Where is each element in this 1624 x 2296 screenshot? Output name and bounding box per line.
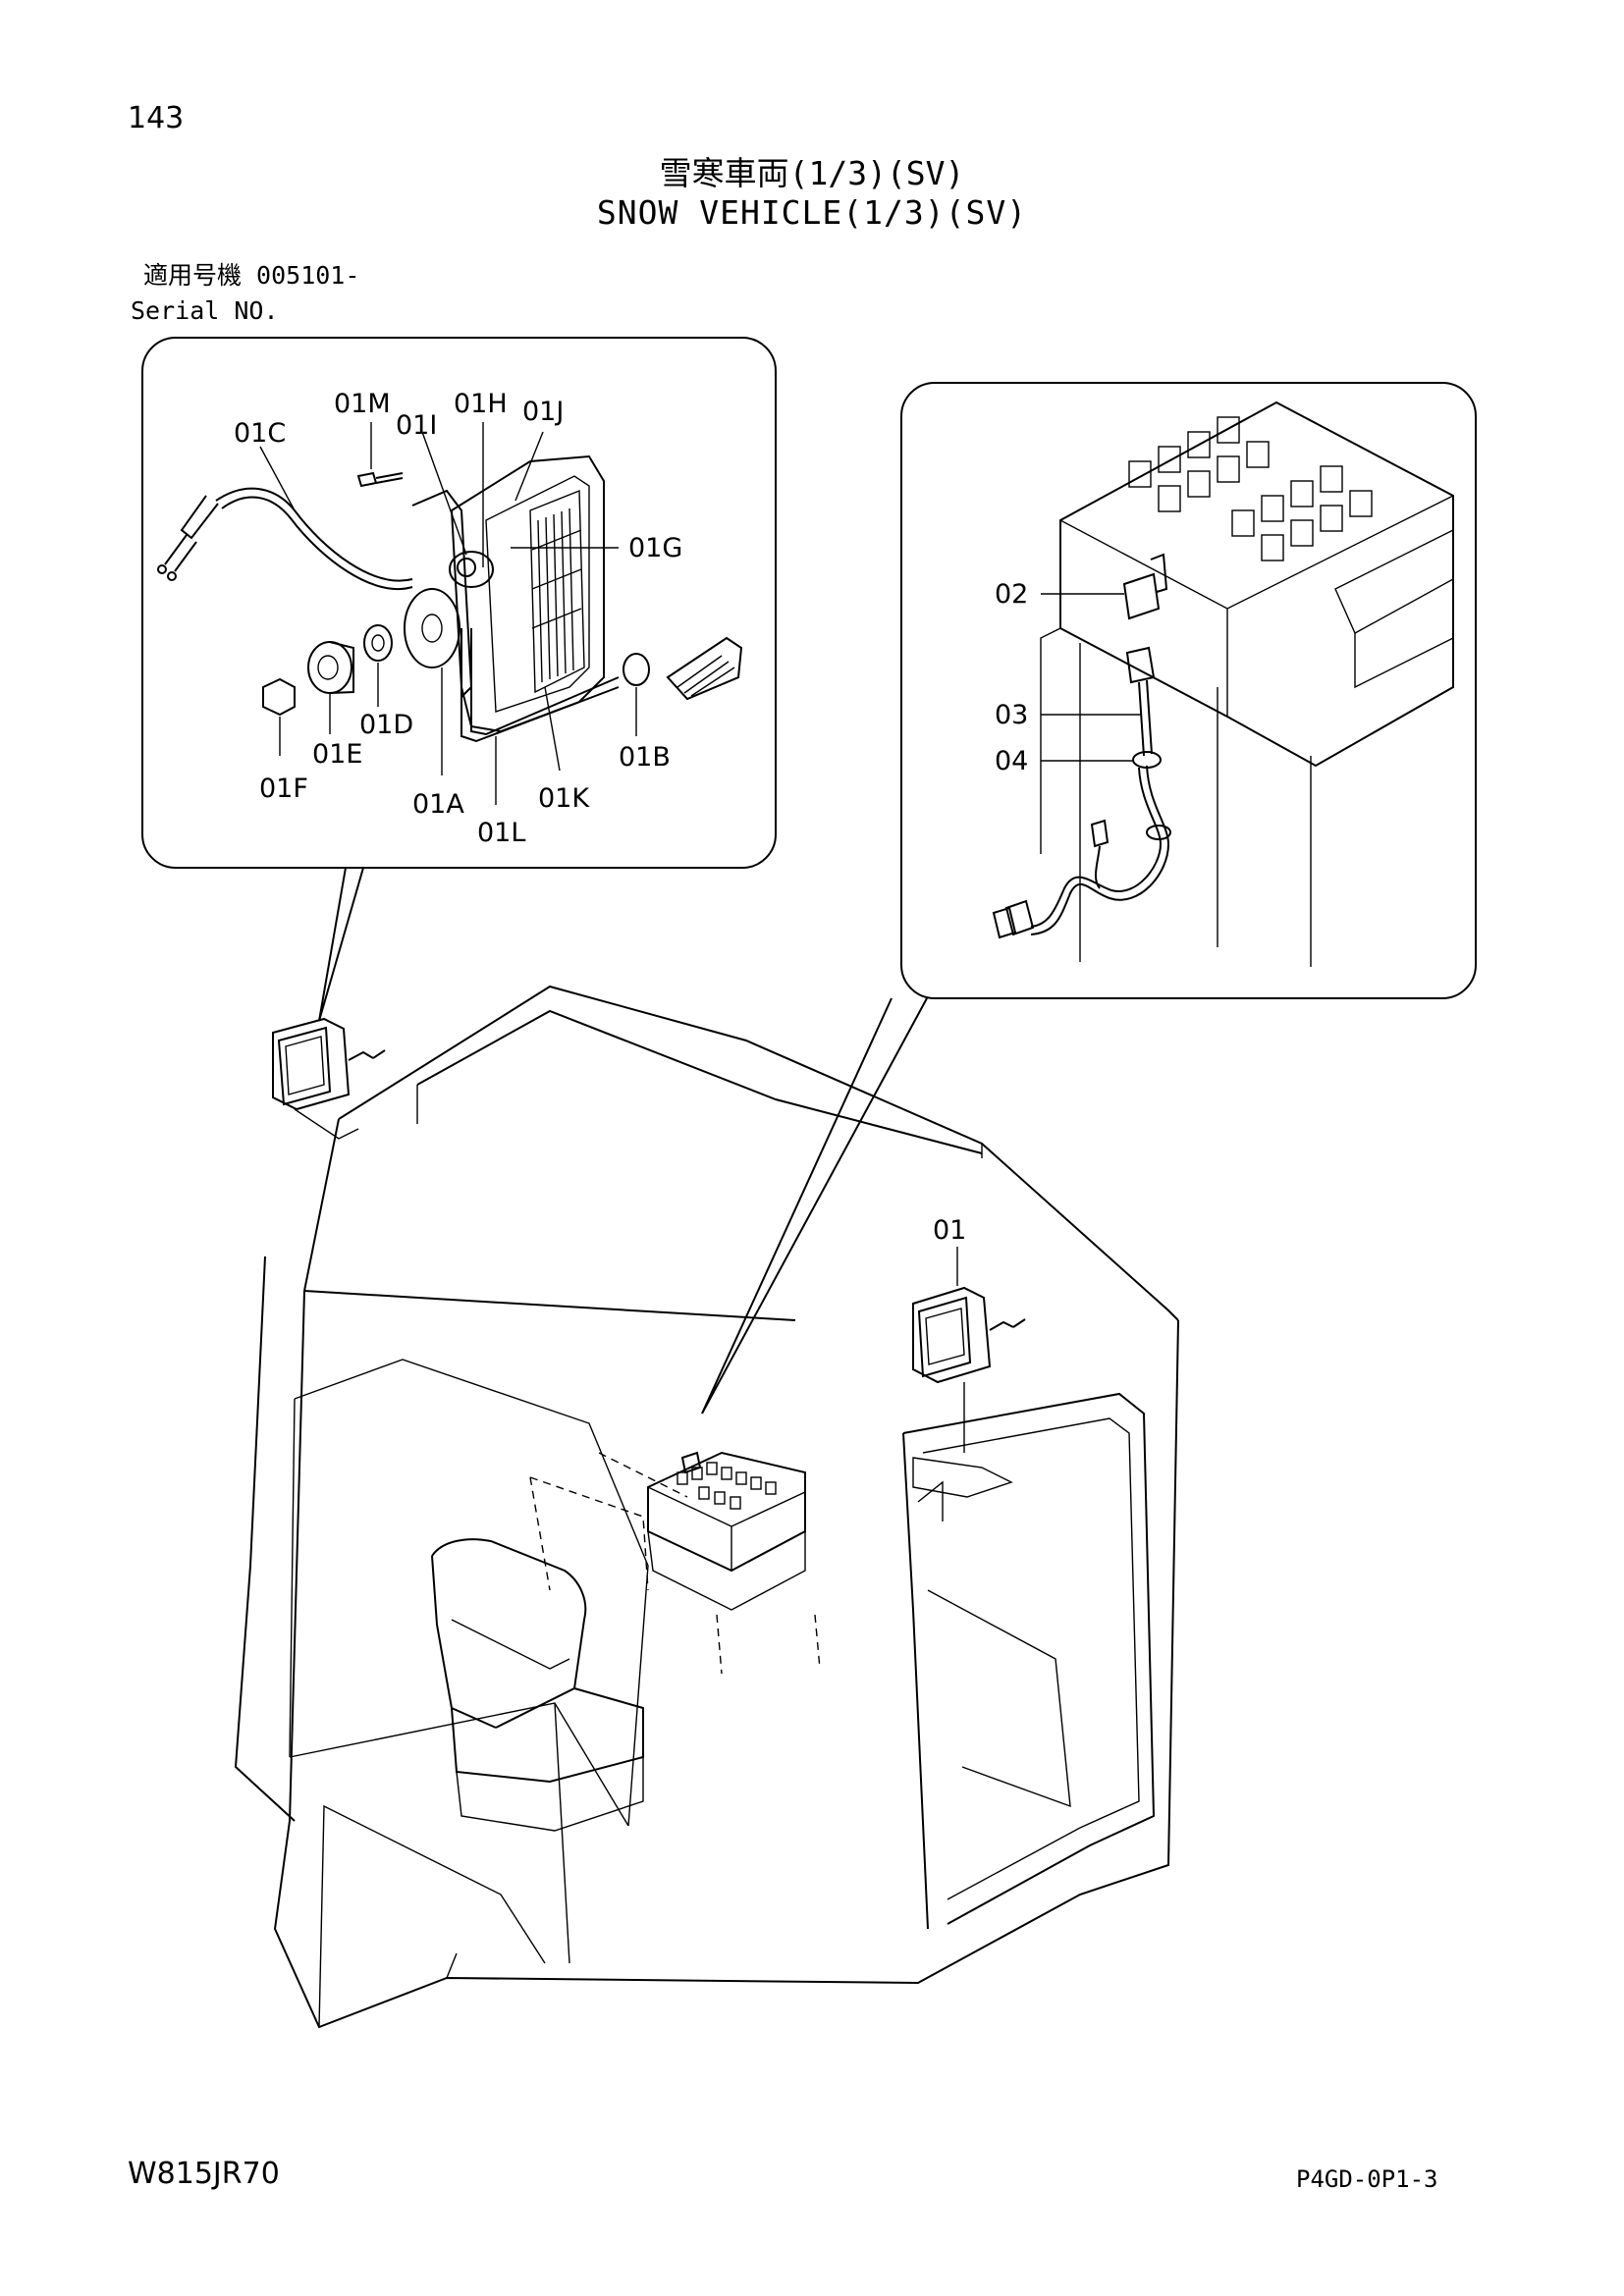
callout-01C: 01C bbox=[234, 418, 286, 449]
callout-01M: 01M bbox=[334, 389, 391, 419]
callout-01E: 01E bbox=[312, 739, 362, 770]
callout-01K: 01K bbox=[538, 783, 590, 814]
fuse-blocks bbox=[1128, 416, 1373, 561]
footer-drawing-code: W815JR70 bbox=[128, 2157, 280, 2191]
cab-fuse-box bbox=[647, 1451, 806, 1611]
callout-01B: 01B bbox=[619, 742, 671, 773]
callout-01A: 01A bbox=[412, 789, 464, 820]
callout-01J: 01J bbox=[522, 397, 564, 427]
callout-01L: 01L bbox=[477, 818, 525, 848]
callout-02: 02 bbox=[995, 579, 1028, 610]
work-light-right bbox=[912, 1286, 1026, 1498]
lens-grille bbox=[529, 489, 585, 694]
callout-01I: 01I bbox=[396, 410, 437, 441]
callout-01G: 01G bbox=[628, 533, 682, 563]
relay-harness-detail-panel: 02 03 04 bbox=[701, 382, 1477, 1415]
work-light-left bbox=[272, 1017, 386, 1140]
page-number: 143 bbox=[128, 101, 185, 135]
callout-01D: 01D bbox=[359, 710, 413, 740]
title-english: SNOW VEHICLE(1/3)(SV) bbox=[596, 193, 1028, 232]
work-light-detail-panel: 01M 01H 01J 01I 01C 01G 01D 01E 01F 01A … bbox=[141, 337, 777, 1022]
operator-seat bbox=[431, 1538, 644, 1832]
callout-01: 01 bbox=[933, 1215, 966, 1246]
serial-label-japanese: 適用号機 005101- bbox=[143, 261, 360, 290]
callout-01F: 01F bbox=[259, 774, 308, 804]
serial-label-english: Serial NO. bbox=[131, 296, 279, 325]
title-japanese: 雪寒車両(1/3)(SV) bbox=[659, 154, 965, 192]
footer-section-code: P4GD-0P1-3 bbox=[1296, 2165, 1438, 2193]
callout-04: 04 bbox=[995, 746, 1028, 776]
callout-03: 03 bbox=[995, 700, 1028, 730]
cab-main-view: 01 bbox=[234, 985, 1179, 2029]
callout-01H: 01H bbox=[454, 389, 508, 419]
